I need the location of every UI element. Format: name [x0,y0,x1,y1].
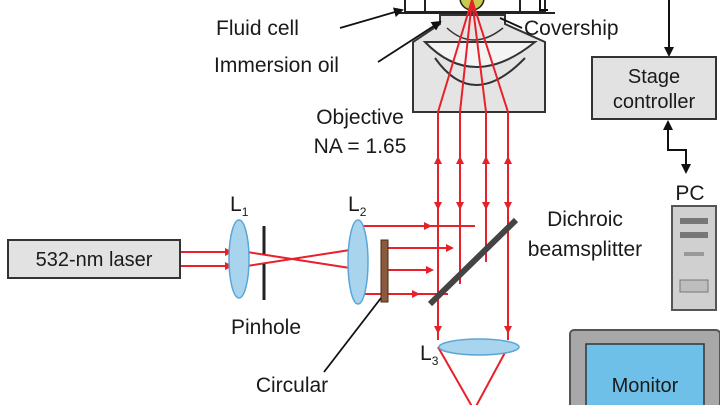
lens-l3 [438,338,520,356]
circular-polarizer [380,239,389,303]
dichroic-beamsplitter [427,217,519,307]
pc-label: PC [675,182,704,205]
laser-box [7,239,181,279]
covership-label: Covership [524,17,619,40]
lens-l2 [347,219,369,305]
fluid-cell-label: Fluid cell [216,17,299,40]
l3-label: L3 [420,342,439,368]
pc-tower [671,205,717,311]
lens-l1 [228,219,250,299]
stage-controller-label-line1: Stage [628,66,680,88]
stage-controller-box [591,56,717,120]
monitor-screen [585,343,705,405]
l2-label: L2 [348,193,367,219]
controller-pc-link [663,120,691,174]
dichroic-label-line1: Dichroic [547,208,623,231]
monitor [569,329,720,405]
l1-label: L1 [230,193,249,219]
laser-label: 532-nm laser [36,249,153,271]
immersion-oil-label: Immersion oil [214,54,339,77]
objective-label-line1: Objective [316,106,404,129]
leader-lines [323,7,523,373]
pinhole-label: Pinhole [231,316,301,339]
dichroic-label-line2: beamsplitter [528,238,642,261]
monitor-label: Monitor [612,375,679,397]
objective-label-line2: NA = 1.65 [314,135,407,158]
circular-label: Circular [256,374,328,397]
stage-controller-label-line2: controller [613,91,696,113]
